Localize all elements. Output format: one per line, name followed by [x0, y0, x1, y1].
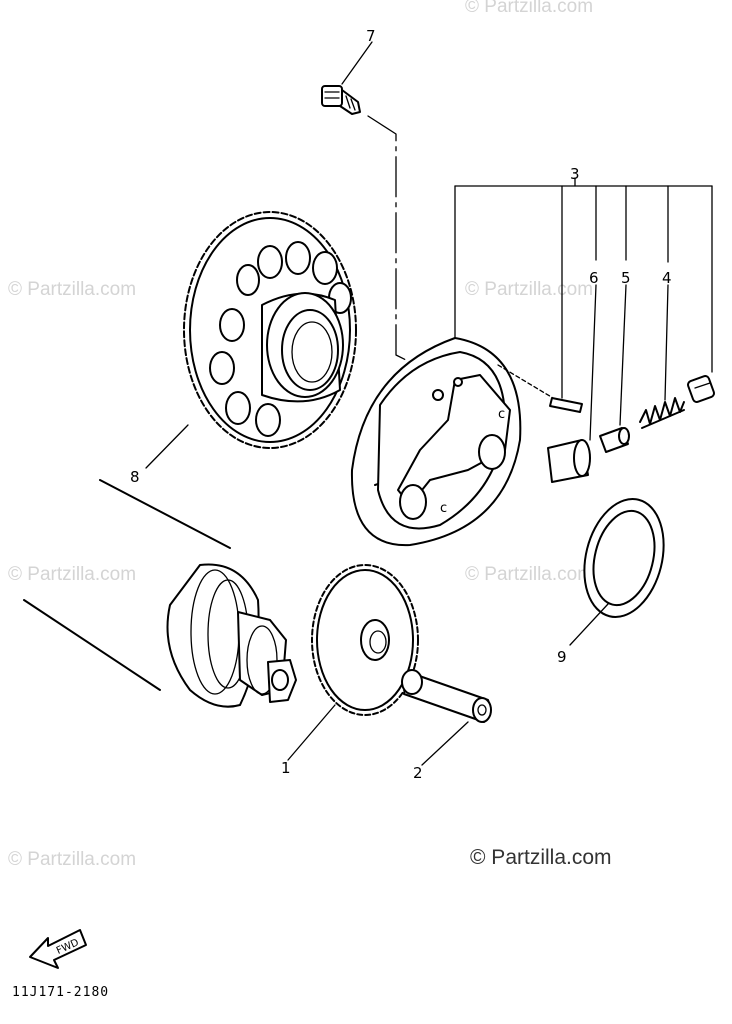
part-2-shaft [401, 669, 492, 723]
part-4-spring [639, 397, 685, 429]
leader-line [341, 41, 373, 85]
leader-line [569, 603, 609, 646]
part-7-bolt [321, 85, 361, 115]
watermark-text: © Partzilla.com [8, 279, 136, 300]
callout-6: 6 [589, 269, 599, 287]
callout-2: 2 [413, 764, 423, 782]
assembly-line [367, 115, 411, 363]
clutch-mark: c [440, 501, 447, 516]
part-3-cap [687, 375, 715, 403]
part-9-washer [583, 498, 665, 618]
part-1-idle-gear [311, 564, 419, 716]
callout-8: 8 [130, 468, 140, 486]
leader-line [287, 704, 336, 761]
callout-5: 5 [621, 269, 631, 287]
watermark-text: © Partzilla.com [8, 564, 136, 585]
watermark-text: © Partzilla.com [465, 564, 593, 585]
watermark-main: © Partzilla.com [470, 846, 612, 869]
callout-1: 1 [281, 759, 291, 777]
callout-9: 9 [557, 648, 567, 666]
clutch-mark: c [498, 407, 505, 422]
leader-line [145, 424, 189, 469]
crankshaft [23, 479, 297, 708]
part-3-starter-clutch-assy: c c [350, 337, 522, 547]
watermark-group: © Partzilla.com © Partzilla.com © Partzi… [8, 0, 593, 870]
watermark-text: © Partzilla.com [465, 0, 593, 17]
callout-bracket [454, 177, 713, 441]
watermark-text: © Partzilla.com [8, 849, 136, 870]
part-6-pin [549, 397, 583, 413]
watermark-text: © Partzilla.com [465, 279, 593, 300]
diagram-code: 11J171-2180 [12, 985, 109, 1000]
leader-line [421, 721, 469, 766]
callout-7: 7 [366, 27, 376, 45]
fwd-arrow-icon: FWD [29, 929, 87, 969]
callout-3: 3 [570, 165, 580, 183]
part-6-roller [547, 439, 591, 483]
part-5-plunger [599, 427, 630, 453]
callout-4: 4 [662, 269, 672, 287]
part-8-starter-wheel-gear [183, 211, 357, 449]
